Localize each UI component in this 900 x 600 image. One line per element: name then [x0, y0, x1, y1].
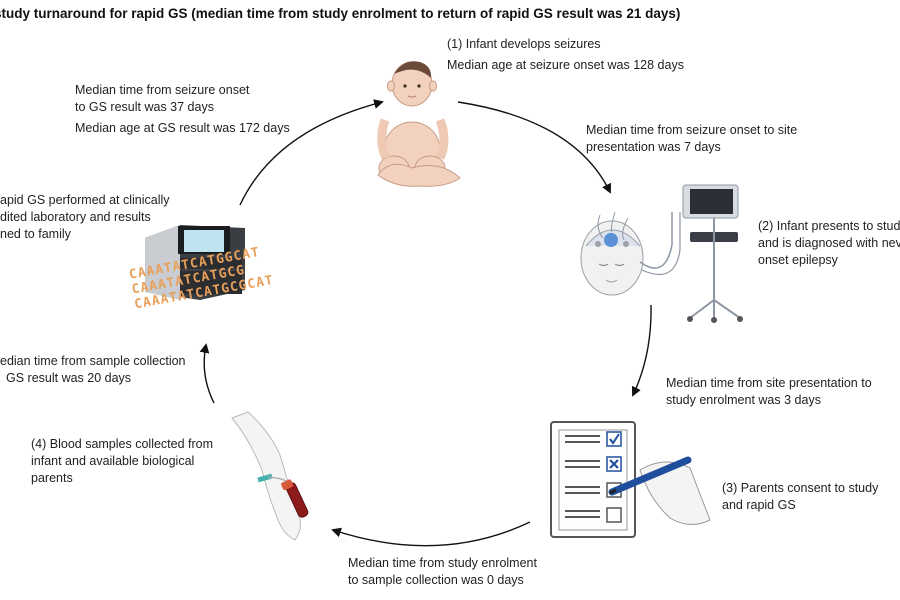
step1-line: Median age at seizure onset was 128 days [447, 58, 684, 72]
step3-line: (3) Parents consent to study [722, 481, 879, 495]
interval-line: study enrolment was 3 days [666, 393, 821, 407]
step2-line: (2) Infant presents to stud [758, 219, 900, 233]
interval-site-to-enrolment: Median time from site presentation to st… [666, 375, 872, 409]
interval-line: to sample collection was 0 days [348, 573, 524, 587]
step4-label: (4) Blood samples collected from infant … [31, 436, 213, 487]
interval-line: Median time from seizure onset [75, 83, 250, 97]
step2-line: and is diagnosed with nev [758, 236, 900, 250]
interval-line: Median time from site presentation to [666, 376, 872, 390]
step5-line: dited laboratory and results [0, 210, 151, 224]
arrow-result-to-seizure [239, 99, 384, 206]
step3-label: (3) Parents consent to study and rapid G… [722, 480, 878, 514]
interval-onset-to-result: Median time from seizure onset to GS res… [75, 82, 290, 137]
figure-title: study turnaround for rapid GS (median ti… [0, 6, 681, 21]
step2-line: onset epilepsy [758, 253, 838, 267]
interval-line: to GS result was 37 days [75, 100, 214, 114]
arrow-seizure-to-site [457, 101, 611, 194]
step2-label: (2) Infant presents to stud and is diagn… [758, 218, 900, 269]
step1-line: (1) Infant develops seizures [447, 37, 601, 51]
arrow-site-to-enrolment [631, 304, 652, 397]
step3-line: and rapid GS [722, 498, 796, 512]
interval-enrolment-to-sample: Median time from study enrolment to samp… [348, 555, 537, 589]
step4-line: infant and available biological [31, 454, 195, 468]
step4-line: parents [31, 471, 73, 485]
step1-label: (1) Infant develops seizures Median age … [447, 36, 684, 74]
interval-sample-to-result: edian time from sample collection GS res… [0, 353, 186, 387]
interval-onset-to-site: Median time from seizure onset to site p… [586, 122, 797, 156]
interval-line: Median time from study enrolment [348, 556, 537, 570]
interval-line: edian time from sample collection [0, 354, 186, 368]
step5-label: apid GS performed at clinically dited la… [0, 192, 170, 243]
interval-line: Median age at GS result was 172 days [75, 121, 290, 135]
arrow-enrolment-to-sample [331, 521, 531, 547]
interval-line: presentation was 7 days [586, 140, 721, 154]
step4-line: (4) Blood samples collected from [31, 437, 214, 451]
step5-line: apid GS performed at clinically [0, 193, 170, 207]
step5-line: ned to family [0, 227, 71, 241]
interval-line: GS result was 20 days [6, 371, 132, 385]
interval-line: Median time from seizure onset to site [586, 123, 798, 137]
arrow-sample-to-result [199, 343, 215, 404]
